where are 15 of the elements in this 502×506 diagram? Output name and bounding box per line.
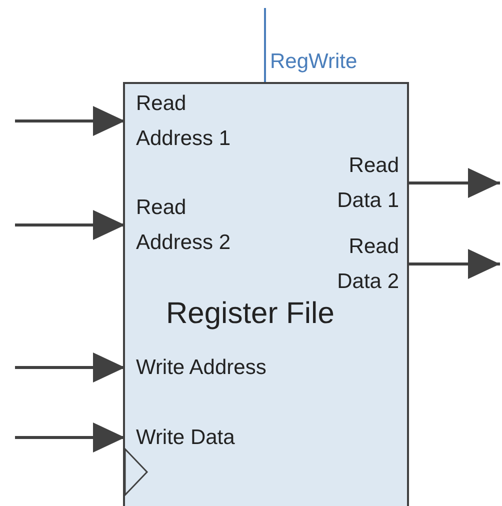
block-title: Register File — [166, 297, 334, 331]
arrow — [15, 210, 125, 240]
register-file-block — [123, 82, 409, 506]
arrow — [407, 249, 500, 279]
port-label: Read Data 1 — [305, 148, 407, 218]
arrow — [15, 106, 125, 136]
arrow — [407, 168, 500, 198]
port-label: Read Data 2 — [305, 229, 407, 299]
arrow — [15, 422, 125, 452]
port-label: Write Data — [125, 420, 345, 455]
signal-line — [264, 8, 266, 82]
arrow — [15, 352, 125, 382]
port-label: Read Address 2 — [125, 190, 255, 260]
port-label: Read Address 1 — [125, 86, 255, 156]
port-label: Write Address — [125, 350, 345, 385]
